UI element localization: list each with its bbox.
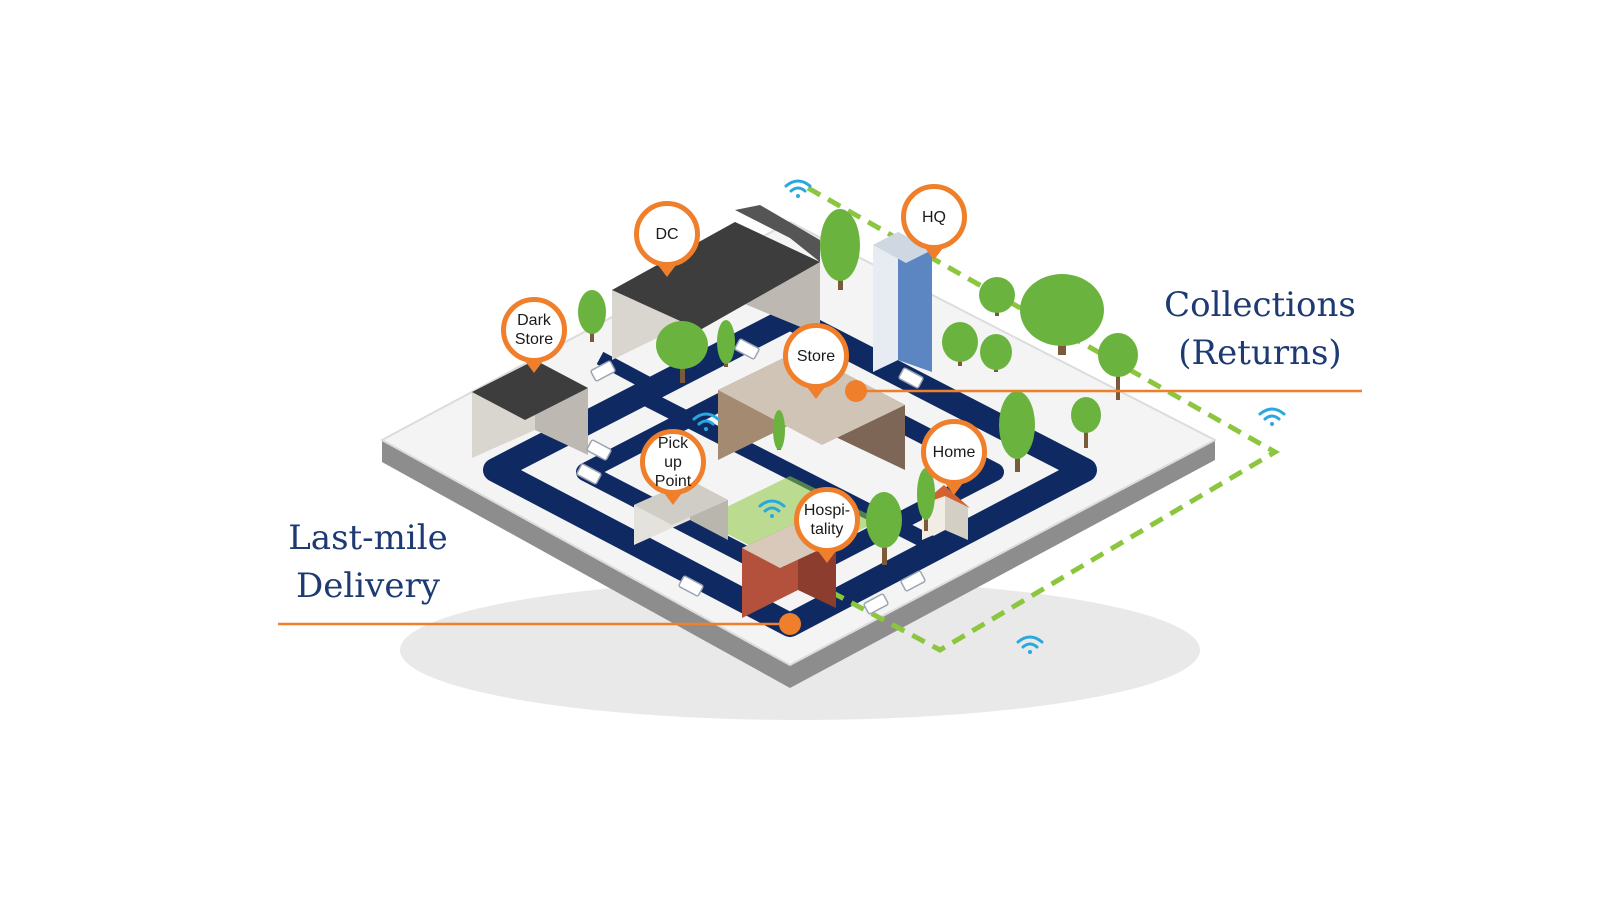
tree-icon [1071,397,1101,448]
tree-icon [979,277,1015,316]
pin-label-store: Store [796,347,836,365]
van-icon [734,338,760,360]
pin-home: Home [921,419,987,495]
pin-label-hq: HQ [922,208,946,226]
wifi-icon [1016,635,1044,654]
tree-icon [1098,333,1138,400]
van-icon [586,439,612,461]
pin-store: Store [783,323,849,399]
pin-label-dark-store: Dark Store [514,312,554,348]
vans [576,338,926,615]
dark-store-building-icon [472,360,588,458]
trees [578,209,1138,565]
pin-label-pickup-point: Pick up Point [654,434,692,490]
van-icon [576,463,602,485]
wifi-icon [1258,407,1286,426]
wifi-icon [758,499,786,518]
van-icon [590,360,616,382]
pin-label-home: Home [932,443,976,461]
last-mile-delivery-label: Last-mile Delivery [288,518,448,606]
tree-icon [578,290,606,342]
tree-icon [656,321,708,383]
road-outer [483,306,1097,637]
wifi-icon [692,412,720,431]
dc-building-icon [612,205,820,360]
van-icon [898,367,924,389]
wifi-icon [784,179,812,198]
tree-icon [773,410,785,450]
tree-icon [717,320,735,367]
tree-icon [980,334,1012,372]
hq-building-icon [873,232,932,372]
pin-hq: HQ [901,184,967,260]
tree-icon [866,492,902,565]
van-icon [900,570,926,592]
tree-icon [942,322,978,366]
collections-leader-dot [845,380,867,402]
last-mile-leader-dot [779,613,801,635]
pin-dc: DC [634,201,700,277]
pin-label-dc: DC [655,225,679,243]
tree-icon [820,209,860,290]
tree-icon [1020,274,1104,355]
collections-returns-label: Collections (Returns) [1164,285,1356,373]
tree-icon [999,391,1035,472]
pin-pickup-point: Pick up Point [640,429,706,505]
pin-dark-store: Dark Store [501,297,567,373]
tree-icon [917,468,935,531]
pin-label-hospitality: Hospi- tality [803,502,851,538]
pin-hospitality: Hospi- tality [794,487,860,563]
van-icon [863,593,889,615]
wifi-signals [692,179,1286,654]
van-icon [678,575,704,597]
